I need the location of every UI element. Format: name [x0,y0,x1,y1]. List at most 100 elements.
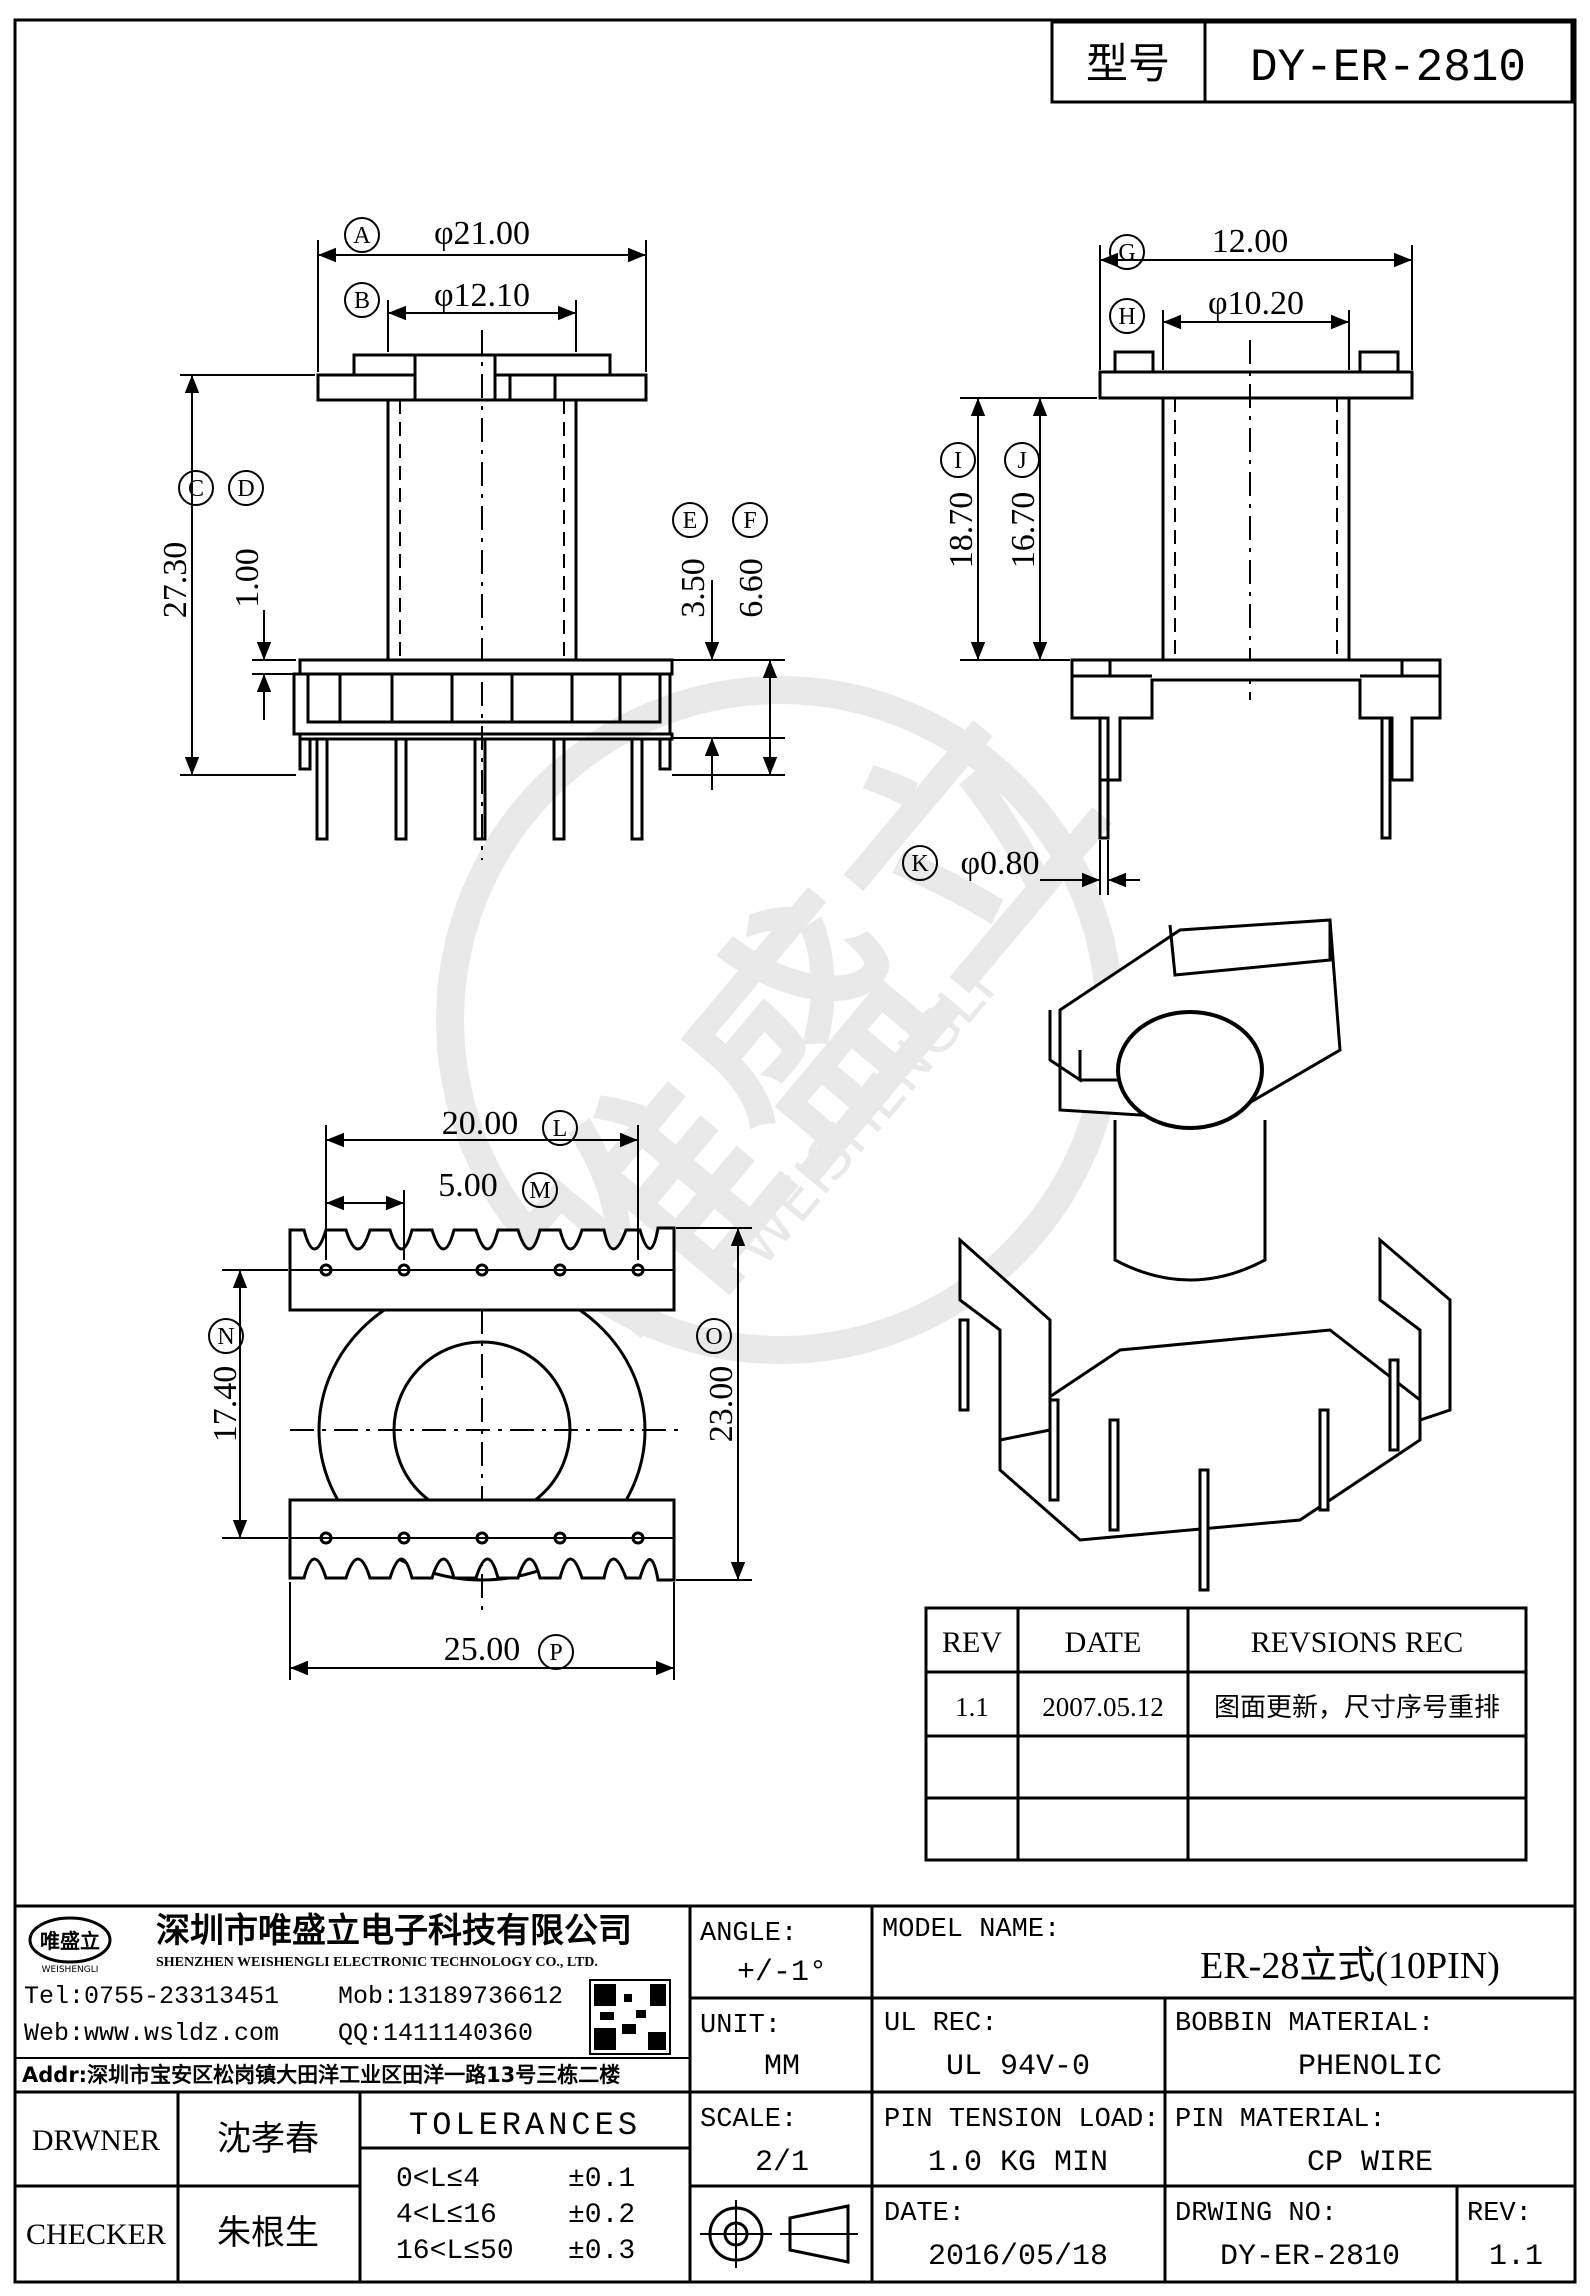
rev-header-rec: REVSIONS REC [1251,1626,1464,1659]
letter-m: M [529,1178,550,1204]
drawing-no-value: DY-ER-2810 [1220,2240,1400,2274]
pin-material-value: CP WIRE [1307,2146,1433,2180]
letter-k: K [911,851,929,877]
letter-p: P [549,1640,562,1666]
dim-e: 3.50 [675,558,712,618]
qr-code [589,1979,671,2055]
isometric-view [958,918,1452,1592]
company-web: Web:www.wsldz.com [24,2019,279,2048]
letter-i: I [954,448,962,474]
dim-f: 6.60 [733,558,770,618]
side-view-dimensions [960,245,1413,895]
company-mob: Mob:13189736612 [338,1982,563,2011]
dim-g: 12.00 [1212,223,1289,260]
dim-p: 25.00 [444,1631,521,1668]
logo-sub: WEISHENGLI [42,1965,99,1975]
dim-l: 20.00 [442,1105,519,1142]
tolerances-block: TOLERANCES 0<L≤4 ±0.1 4<L≤16 ±0.2 16<L≤5… [396,2107,641,2267]
header-part-no: DY-ER-2810 [1250,42,1526,94]
title-block-grid [15,1904,1575,2282]
bobbin-value: PHENOLIC [1298,2050,1442,2084]
side-view [1070,340,1442,840]
unit-label: UNIT: [700,2011,781,2041]
company-logo: 唯盛立 WEISHENGLI [28,1916,112,1975]
letter-n: N [217,1324,234,1350]
drawer-label: DRWNER [32,2124,160,2157]
letter-j: J [1017,448,1026,474]
tension-value: 1.0 KG MIN [928,2146,1108,2180]
letter-h: H [1118,304,1135,330]
tol-range-3: 16<L≤50 [396,2236,514,2267]
rev-label: REV: [1467,2199,1532,2229]
checker-name: 朱根生 [217,2213,319,2253]
letter-e: E [683,508,698,534]
dim-d: 1.00 [229,548,266,608]
drawing-no-label: DRWING NO: [1175,2199,1337,2229]
dim-b: φ12.10 [434,277,530,314]
revision-table [924,1606,1528,1862]
rev-header-date: DATE [1065,1626,1142,1659]
date-value: 2016/05/18 [928,2240,1108,2274]
tol-range-1: 0<L≤4 [396,2164,480,2195]
rev-row1-rec: 图面更新，尺寸序号重排 [1214,1693,1500,1723]
people-block: DRWNER 沈孝春 CHECKER 朱根生 [26,2119,319,2253]
angle-value: +/-1° [737,1956,827,1990]
dimension-letter-text: A B C D E F G H I J K L M N O P [188,223,1136,1666]
rev-row1-rev: 1.1 [955,1692,989,1722]
letter-d: D [237,476,254,502]
part-number-header: 型号 DY-ER-2810 [1050,20,1574,104]
letter-a: A [353,223,371,249]
dim-j: 16.70 [1005,492,1042,569]
unit-value: MM [764,2050,800,2084]
dim-c: 27.30 [157,542,194,619]
sheet-border [13,18,1577,2284]
date-label: DATE: [884,2199,965,2229]
bottom-view [288,1226,680,1610]
revision-table-text: REV DATE REVSIONS REC 1.1 2007.05.12 图面更… [942,1626,1500,1723]
front-view [292,330,674,860]
letter-c: C [188,476,204,502]
rev-header-rev: REV [942,1626,1002,1659]
company-tel: Tel:0755-23313451 [24,1982,279,2011]
dim-o: 23.00 [703,1366,740,1443]
dimension-letters [178,217,1145,1670]
dim-h: φ10.20 [1208,285,1304,322]
dim-k: φ0.80 [960,845,1039,882]
dim-m: 5.00 [438,1167,498,1204]
tension-label: PIN TENSION LOAD: [884,2105,1159,2135]
title-block-text: ANGLE: +/-1° UNIT: MM SCALE: 2/1 MODEL N… [700,1915,1543,2274]
company-name-en: SHENZHEN WEISHENGLI ELECTRONIC TECHNOLOG… [156,1955,598,1970]
angle-label: ANGLE: [700,1919,797,1949]
checker-label: CHECKER [26,2218,166,2251]
logo-text: 唯盛立 [40,1929,100,1953]
ul-label: UL REC: [884,2009,997,2039]
company-addr: Addr:深圳市宝安区松岗镇大田洋工业区田洋一路13号三栋二楼 [22,2063,620,2087]
tol-value-3: ±0.3 [568,2236,635,2267]
pin-material-label: PIN MATERIAL: [1175,2105,1386,2135]
company-block: 唯盛立 WEISHENGLI 深圳市唯盛立电子科技有限公司 SHENZHEN W… [22,1911,671,2087]
header-label: 型号 [1086,39,1170,88]
letter-b: B [354,288,370,314]
company-qq: QQ:1411140360 [338,2019,533,2048]
tolerances-title: TOLERANCES [409,2107,641,2144]
bobbin-label: BOBBIN MATERIAL: [1175,2009,1434,2039]
dim-i: 18.70 [943,492,980,569]
ul-value: UL 94V-0 [946,2050,1090,2084]
front-view-dimensions [180,240,785,790]
dim-n: 17.40 [207,1366,244,1443]
tol-range-2: 4<L≤16 [396,2200,497,2231]
scale-value: 2/1 [755,2146,809,2180]
tol-value-1: ±0.1 [568,2164,635,2195]
scale-label: SCALE: [700,2105,797,2135]
company-name-cn: 深圳市唯盛立电子科技有限公司 [156,1911,632,1951]
letter-o: O [705,1324,722,1350]
letter-g: G [1118,240,1135,266]
tol-value-2: ±0.2 [568,2200,635,2231]
model-label: MODEL NAME: [882,1915,1060,1945]
bottom-view-dimensions [222,1125,752,1680]
rev-value: 1.1 [1489,2240,1543,2274]
letter-f: F [743,508,756,534]
dim-a: φ21.00 [434,215,530,252]
drawer-name: 沈孝春 [217,2119,319,2159]
